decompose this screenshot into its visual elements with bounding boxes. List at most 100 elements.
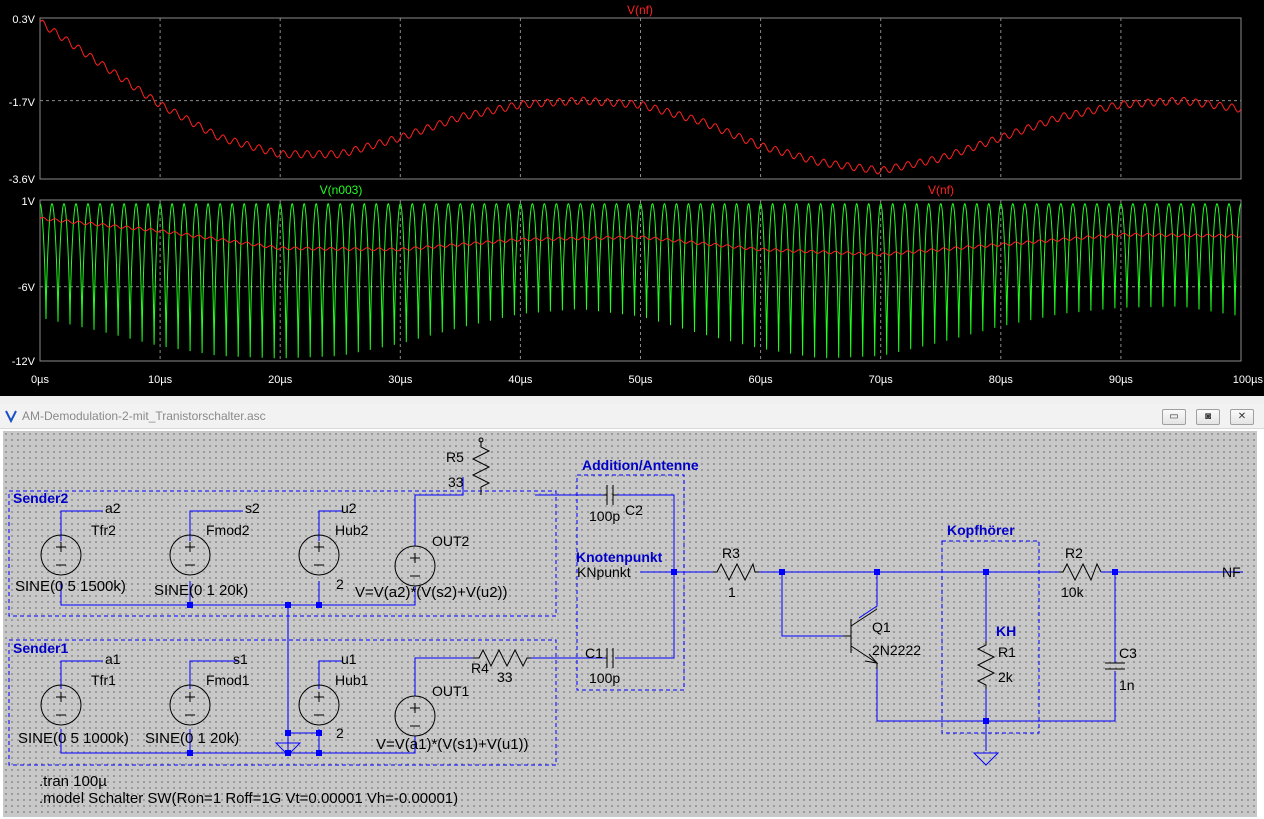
- r5-value: 33: [448, 474, 464, 490]
- r3-name: R3: [722, 545, 740, 561]
- schematic-window[interactable]: AM-Demodulation-2-mit_Tranistorschalter.…: [0, 404, 1264, 819]
- out1-value: V=V(a1)*(V(s1)+V(u1)): [376, 736, 529, 753]
- top-trace-label[interactable]: V(nf): [627, 3, 653, 17]
- r1-resistor[interactable]: [976, 641, 996, 689]
- q1-value: 2N2222: [872, 642, 921, 658]
- hub2-value: 2: [336, 576, 344, 592]
- r2-value: 10k: [1061, 584, 1085, 600]
- bottom-trace-label-nf[interactable]: V(nf): [928, 183, 954, 197]
- c3-value: 1n: [1119, 677, 1135, 693]
- restore-button[interactable]: ◙: [1196, 409, 1220, 425]
- hub1-name: Hub1: [335, 672, 369, 688]
- tfr2-name: Tfr2: [91, 522, 116, 538]
- r2-resistor[interactable]: [1059, 562, 1102, 582]
- r4-resistor[interactable]: [473, 648, 531, 668]
- sender1-box: [8, 639, 557, 766]
- x-tick-label: 10µs: [148, 374, 173, 386]
- knotenpunkt-label: Knotenpunkt: [576, 549, 663, 565]
- sender1-label: Sender1: [13, 640, 68, 656]
- c3-name: C3: [1119, 645, 1137, 661]
- ground-icon: [275, 733, 301, 756]
- top-ytick-min: -3.6V: [9, 174, 36, 186]
- c2-capacitor[interactable]: [603, 485, 617, 505]
- tfr2-net-label: a2: [105, 500, 121, 516]
- tran-directive[interactable]: .tran 100µ: [39, 773, 107, 790]
- r4-name: R4: [471, 660, 489, 676]
- r3-resistor[interactable]: [713, 562, 759, 582]
- window-title: AM-Demodulation-2-mit_Tranistorschalter.…: [22, 409, 266, 423]
- top-pane[interactable]: V(nf) 0.3V -1.7V -3.6V: [9, 3, 1242, 186]
- tfr1-value: SINE(0 5 1000k): [18, 730, 129, 747]
- out1-source-icon[interactable]: [394, 695, 436, 737]
- c1-capacitor[interactable]: [605, 648, 614, 668]
- top-ytick-mid: -1.7V: [9, 97, 36, 109]
- r5-pin: [478, 437, 484, 443]
- hub1-value: 2: [336, 725, 344, 741]
- r2-name: R2: [1065, 545, 1083, 561]
- x-tick-label: 60µs: [749, 374, 774, 386]
- bottom-pane[interactable]: V(n003) V(nf) 1V -6V -12V: [12, 183, 1242, 368]
- junction-dots: [187, 569, 1118, 756]
- x-tick-label: 0µs: [31, 374, 49, 386]
- fmod1-name: Fmod1: [206, 672, 250, 688]
- tfr1-source-icon[interactable]: [40, 684, 82, 726]
- schematic-canvas[interactable]: Sender2 Sender1 Addition/Antenne Knotenp…: [3, 431, 1257, 817]
- out2-source-icon[interactable]: [394, 545, 436, 587]
- r1-value: 2k: [998, 669, 1014, 685]
- tfr1-name: Tfr1: [91, 672, 116, 688]
- top-pane-grid: [40, 18, 1241, 179]
- sender2-wires: [60, 477, 573, 753]
- fmod2-name: Fmod2: [206, 522, 250, 538]
- vnf-trace-top: [39, 19, 1242, 175]
- hub2-name: Hub2: [335, 522, 369, 538]
- out1-name: OUT1: [432, 683, 470, 699]
- r3-value: 1: [728, 584, 736, 600]
- fmod2-value: SINE(0 1 20k): [154, 582, 248, 599]
- kh-label: KH: [996, 623, 1016, 639]
- c2-value: 100p: [589, 508, 620, 524]
- window-titlebar[interactable]: AM-Demodulation-2-mit_Tranistorschalter.…: [0, 404, 1264, 429]
- vnf-trace-bottom: [39, 216, 1242, 257]
- hub1-source-icon[interactable]: [298, 684, 340, 726]
- sender2-label: Sender2: [13, 490, 68, 506]
- kopfhoerer-label: Kopfhörer: [947, 522, 1015, 538]
- hub2-net-label: u2: [341, 500, 357, 516]
- fmod1-source-icon[interactable]: [169, 684, 211, 726]
- r1-name: R1: [998, 644, 1016, 660]
- kopfhoerer-box: [941, 540, 1040, 734]
- bottom-pane-grid: [40, 200, 1241, 361]
- x-tick-label: 100µs: [1233, 374, 1264, 386]
- q1-name: Q1: [872, 619, 891, 635]
- bottom-ytick-min: -12V: [12, 356, 36, 368]
- c2-name: C2: [625, 502, 643, 518]
- tfr1-net-label: a1: [105, 651, 121, 667]
- model-directive[interactable]: .model Schalter SW(Ron=1 Roff=1G Vt=0.00…: [39, 790, 458, 807]
- vn003-trace: [39, 202, 1242, 359]
- hub1-net-label: u1: [341, 651, 357, 667]
- x-tick-label: 90µs: [1109, 374, 1134, 386]
- c3-capacitor[interactable]: [1105, 662, 1125, 670]
- waveform-viewer[interactable]: V(nf) 0.3V -1.7V -3.6V V(n003) V(nf) 1V …: [0, 0, 1264, 396]
- addition-wires: [573, 494, 1243, 751]
- plot-area[interactable]: V(nf) 0.3V -1.7V -3.6V V(n003) V(nf) 1V …: [0, 0, 1264, 396]
- schematic-drawing[interactable]: Sender2 Sender1 Addition/Antenne Knotenp…: [3, 431, 1257, 817]
- q1-transistor[interactable]: [843, 608, 879, 669]
- fmod1-net-label: s1: [233, 651, 248, 667]
- r5-resistor[interactable]: [471, 441, 491, 495]
- c1-value: 100p: [589, 670, 620, 686]
- out2-value: V=V(a2)*(V(s2)+V(u2)): [355, 584, 508, 601]
- x-tick-label: 40µs: [508, 374, 533, 386]
- bottom-trace-label-n003[interactable]: V(n003): [320, 183, 363, 197]
- bottom-ytick-max: 1V: [22, 196, 36, 208]
- nf-net-label: NF: [1222, 564, 1241, 580]
- x-tick-label: 30µs: [388, 374, 413, 386]
- close-button[interactable]: ✕: [1230, 409, 1254, 425]
- x-tick-label: 70µs: [869, 374, 894, 386]
- ltspice-schematic-icon: [5, 410, 17, 423]
- x-tick-label: 20µs: [268, 374, 293, 386]
- knpunkt-net-label: KNpunkt: [577, 564, 631, 580]
- fmod1-value: SINE(0 1 20k): [145, 730, 239, 747]
- c1-name: C1: [585, 645, 603, 661]
- minimize-button[interactable]: ▭: [1162, 409, 1186, 425]
